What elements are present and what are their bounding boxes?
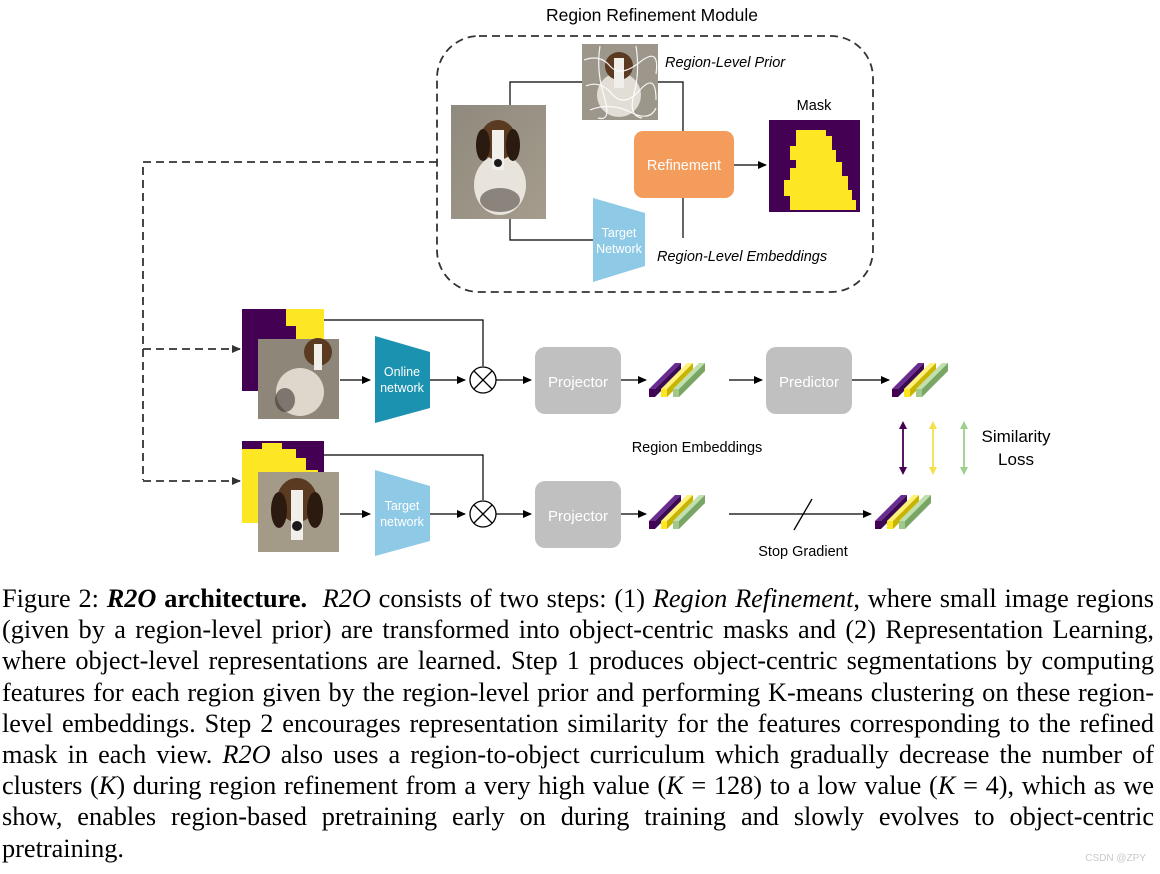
caption-k-3: K <box>937 771 956 801</box>
refinement-label: Refinement <box>647 158 721 174</box>
target-network-top-label-2: Network <box>596 242 643 256</box>
caption-k-2: K <box>666 771 684 801</box>
refinement-block <box>634 131 734 198</box>
target-network-top-block <box>593 198 645 282</box>
online-projected-embeddings <box>649 363 705 397</box>
prior-to-refinement-line <box>658 81 684 131</box>
online-mask-to-multiply-line <box>324 319 484 366</box>
online-network-label-1: Online <box>384 365 420 379</box>
online-multiply-icon <box>469 366 497 394</box>
target-network-top-label-1: Target <box>602 226 637 240</box>
caption-r2o: R2O <box>322 584 371 613</box>
caption-text-3: also uses a region-to-object curriculum … <box>2 740 1154 801</box>
target-network-bottom-block <box>375 470 430 556</box>
caption-k-1: K <box>98 771 117 801</box>
similarity-loss-label-1: Similarity <box>982 427 1051 446</box>
online-view-image <box>258 338 339 419</box>
input-to-prior-line <box>509 81 582 105</box>
region-level-prior-label: Region-Level Prior <box>665 55 786 71</box>
input-to-target-line <box>509 219 594 241</box>
caption-text-1: consists of two steps: (1) <box>378 584 646 613</box>
caption-text-6: = 4), which as we show, enables region-b… <box>2 771 1155 863</box>
stop-gradient-slash <box>793 498 813 531</box>
region-level-prior-image <box>582 44 658 120</box>
mask-label: Mask <box>797 98 832 114</box>
dashed-feed-line <box>142 161 437 480</box>
online-predicted-embeddings <box>892 363 948 397</box>
caption-text-5: = 128) to a low value ( <box>683 771 938 801</box>
target-network-bottom-label-2: network <box>380 515 425 529</box>
target-view-image <box>258 472 339 552</box>
mask-image <box>769 120 860 212</box>
predictor-label: Predictor <box>779 374 839 391</box>
caption-text-2: , where small image regions (given by a … <box>2 584 1154 770</box>
figure-caption: Figure 2: R2O architecture. R2O consists… <box>2 583 1154 864</box>
online-network-block <box>375 336 430 423</box>
caption-region-refinement: Region Refinement <box>652 584 854 613</box>
projector-target-label: Projector <box>548 508 608 525</box>
target-multiply-icon <box>469 500 497 528</box>
dog-image-input <box>451 105 546 219</box>
similarity-loss-label-2: Loss <box>998 450 1034 469</box>
caption-text-4: ) during region refinement from a very h… <box>116 771 667 801</box>
region-embeddings-label: Region Embeddings <box>632 440 763 456</box>
r2o-architecture-diagram: Region Refinement Module Region-Level Pr… <box>142 5 1051 560</box>
caption-r2o-2: R2O <box>222 740 271 770</box>
watermark: CSDN @ZPY <box>1085 853 1146 864</box>
projector-online-block <box>535 347 621 414</box>
target-projected-embeddings <box>649 495 705 529</box>
predictor-block <box>766 347 852 414</box>
target-network-bottom-label-1: Target <box>385 499 420 513</box>
figure-label: Figure 2: <box>2 584 99 613</box>
region-level-embeddings-label: Region-Level Embeddings <box>657 249 827 265</box>
region-refinement-module-boundary <box>436 35 874 293</box>
module-title: Region Refinement Module <box>546 5 758 25</box>
online-network-label-2: network <box>380 381 425 395</box>
stop-gradient-label: Stop Gradient <box>758 544 847 560</box>
projector-target-block <box>535 481 621 548</box>
caption-title-bold: architecture. <box>164 584 308 613</box>
target-mask-to-multiply-line <box>324 454 484 500</box>
projector-online-label: Projector <box>548 374 608 391</box>
target-output-embeddings <box>875 495 931 529</box>
caption-title-italic: R2O <box>106 584 157 613</box>
